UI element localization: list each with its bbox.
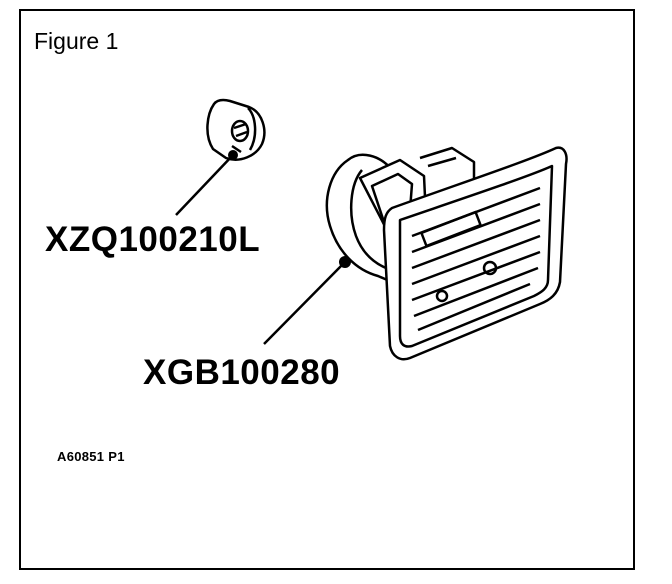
lamp-illustration [325,146,568,361]
figure-title: Figure 1 [34,28,119,54]
bulb-leader-line [175,154,234,216]
lamp-part-number: XGB100280 [143,353,341,392]
lamp-leader-line [263,261,346,345]
reference-code: A60851 P1 [57,449,125,464]
bulb-part-number: XZQ100210L [45,220,261,259]
bulb-illustration [206,98,266,161]
